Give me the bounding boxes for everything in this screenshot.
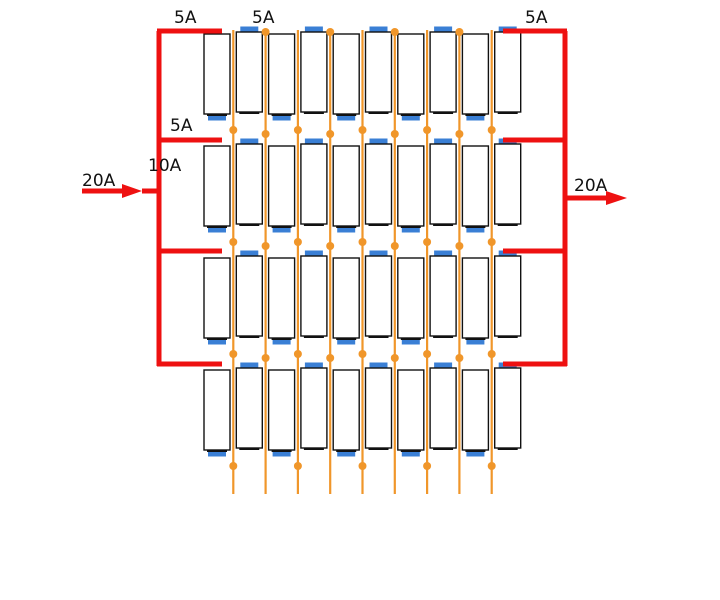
label-top-middle: 5A — [252, 8, 275, 28]
junction-dot — [487, 462, 496, 470]
junction-dot — [326, 242, 335, 250]
label-input-current: 20A — [82, 171, 116, 191]
battery-cell — [332, 257, 360, 339]
output-arrow-icon — [606, 191, 627, 205]
junction-dot — [423, 238, 432, 246]
junction-dot — [326, 354, 335, 362]
label-top-left-branch: 5A — [174, 8, 197, 28]
label-left-branch: 5A — [170, 116, 193, 136]
junction-dot — [358, 238, 367, 246]
battery-cell — [397, 257, 425, 339]
battery-cell — [461, 33, 490, 115]
junction-dot — [293, 126, 302, 134]
battery-cell — [203, 145, 231, 227]
battery-cell — [429, 143, 457, 225]
battery-cell — [461, 369, 490, 451]
battery-cell — [397, 369, 425, 451]
battery-cell — [461, 145, 490, 227]
battery-cell — [364, 31, 393, 113]
battery-cell — [364, 143, 393, 225]
junction-dot — [229, 350, 238, 358]
battery-cell — [494, 31, 522, 113]
battery-cell — [429, 31, 457, 113]
junction-dot — [358, 462, 367, 470]
battery-cell — [429, 255, 457, 337]
cell-grid — [203, 31, 522, 452]
battery-cell — [235, 31, 264, 113]
battery-cell — [267, 145, 296, 227]
battery-cell — [397, 145, 425, 227]
battery-cell — [300, 31, 328, 113]
junction-dot — [423, 462, 432, 470]
label-output-current: 20A — [574, 176, 608, 196]
junction-dot — [293, 238, 302, 246]
junction-dot — [358, 350, 367, 358]
battery-cell — [332, 369, 360, 451]
junction-dot — [487, 238, 496, 246]
junction-dot — [293, 350, 302, 358]
junction-dot — [229, 462, 238, 470]
battery-cell — [494, 367, 522, 449]
battery-cell — [332, 33, 360, 115]
junction-dot — [293, 462, 302, 470]
junction-dot — [326, 130, 335, 138]
battery-cell — [235, 367, 264, 449]
junction-dot — [390, 28, 399, 36]
battery-cell — [494, 143, 522, 225]
sense-wires — [229, 28, 496, 494]
junction-dot — [423, 350, 432, 358]
battery-cell — [235, 143, 264, 225]
battery-cell — [364, 255, 393, 337]
junction-dot — [455, 130, 464, 138]
battery-cell — [203, 369, 231, 451]
junction-dot — [455, 28, 464, 36]
battery-cell — [461, 257, 490, 339]
junction-dot — [326, 28, 335, 36]
battery-cell — [300, 367, 328, 449]
junction-dot — [229, 238, 238, 246]
input-arrow-icon — [122, 184, 142, 198]
junction-dot — [261, 130, 270, 138]
battery-cell — [494, 255, 522, 337]
junction-dot — [261, 28, 270, 36]
label-bus-current: 10A — [148, 156, 182, 176]
battery-cell — [332, 145, 360, 227]
battery-cell — [203, 257, 231, 339]
battery-cell — [300, 255, 328, 337]
junction-dot — [390, 130, 399, 138]
junction-dot — [455, 242, 464, 250]
junction-dot — [455, 354, 464, 362]
junction-dot — [390, 242, 399, 250]
junction-dot — [487, 126, 496, 134]
junction-dot — [358, 126, 367, 134]
battery-cell — [235, 255, 264, 337]
label-top-right: 5A — [525, 8, 548, 28]
battery-cell — [203, 33, 231, 115]
battery-cell — [397, 33, 425, 115]
battery-cell — [364, 367, 393, 449]
junction-dot — [390, 354, 399, 362]
battery-cell — [429, 367, 457, 449]
battery-cell — [300, 143, 328, 225]
junction-dot — [261, 242, 270, 250]
battery-cell — [267, 257, 296, 339]
battery-cell — [267, 369, 296, 451]
battery-cell — [267, 33, 296, 115]
junction-dot — [487, 350, 496, 358]
junction-dot — [261, 354, 270, 362]
cell-terminals — [208, 26, 517, 457]
junction-dot — [229, 126, 238, 134]
current-bus — [82, 28, 627, 367]
junction-dot — [423, 126, 432, 134]
